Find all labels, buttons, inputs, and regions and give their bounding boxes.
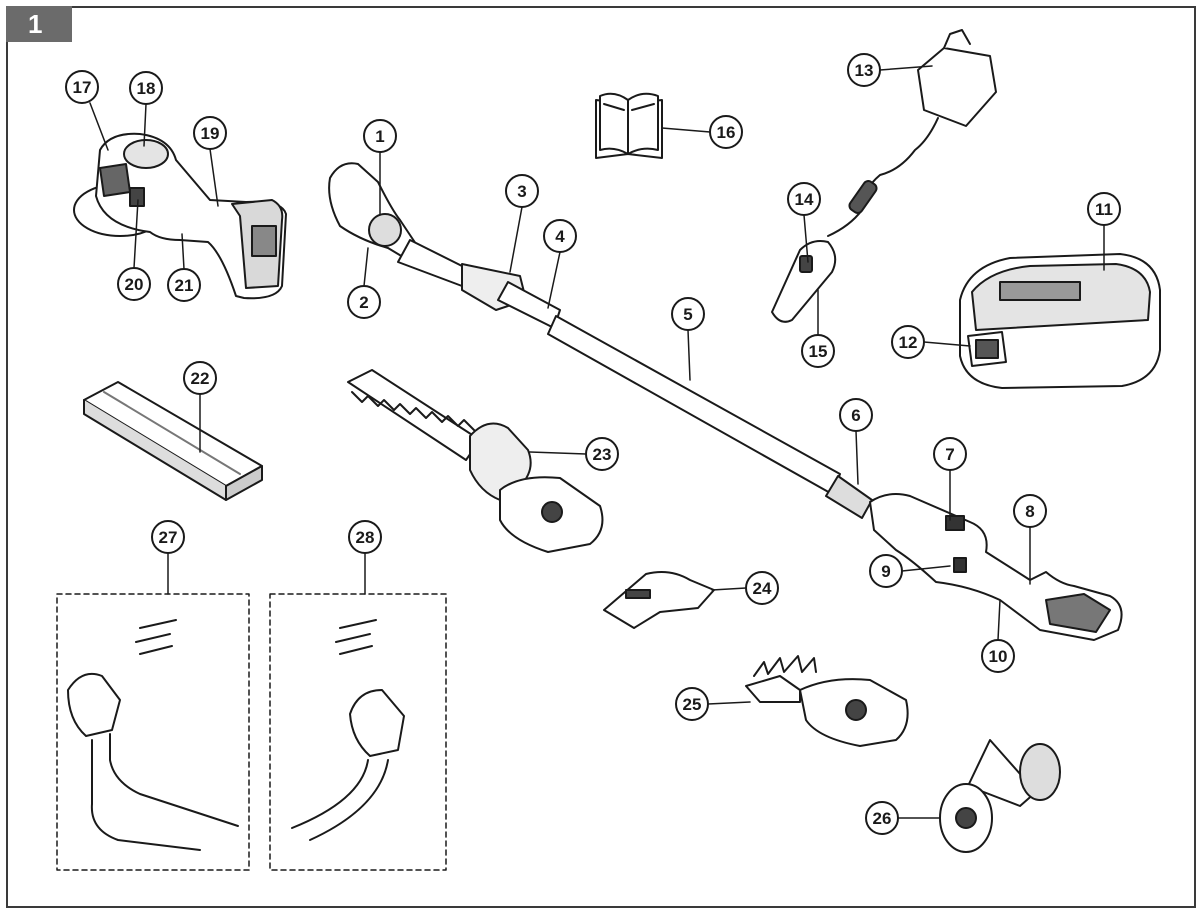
callout-22: 22: [183, 361, 217, 395]
callout-9: 9: [869, 554, 903, 588]
motor-unit-illustration: [73, 132, 287, 300]
callout-label: 22: [191, 369, 210, 388]
blade-cover-illustration: [83, 381, 263, 501]
callout-label: 4: [555, 227, 565, 246]
callout-23: 23: [585, 437, 619, 471]
callout-label: 3: [517, 182, 526, 201]
callout-label: 24: [753, 579, 772, 598]
callout-label: 6: [851, 406, 860, 425]
callout-label: 10: [989, 647, 1008, 666]
callout-label: 7: [945, 445, 954, 464]
telescopic-shaft-illustration: [328, 162, 1123, 641]
callout-label: 25: [683, 695, 702, 714]
callout-16: 16: [709, 115, 743, 149]
callout-label: 12: [899, 333, 918, 352]
callout-4: 4: [543, 219, 577, 253]
callout-label: 11: [1095, 200, 1113, 219]
callout-label: 18: [137, 79, 156, 98]
callout-label: 8: [1025, 502, 1034, 521]
callout-20: 20: [117, 267, 151, 301]
callout-17: 17: [65, 70, 99, 104]
wall-hanger-kit-27-illustration: [56, 593, 250, 871]
callout-21: 21: [167, 268, 201, 302]
callout-24: 24: [745, 571, 779, 605]
callout-7: 7: [933, 437, 967, 471]
wheel-attachment-illustration: [939, 739, 1061, 853]
callout-1: 1: [363, 119, 397, 153]
figure-number-tab: 1: [6, 6, 72, 42]
callout-label: 15: [809, 342, 828, 361]
callout-12: 12: [891, 325, 925, 359]
callout-label: 2: [359, 293, 368, 312]
callout-11: 11: [1087, 192, 1121, 226]
protective-cap-illustration: [603, 571, 715, 629]
callout-label: 26: [873, 809, 892, 828]
callout-label: 13: [855, 61, 874, 80]
hedge-trimmer-head-illustration: [347, 369, 604, 553]
callout-8: 8: [1013, 494, 1047, 528]
callout-label: 20: [125, 275, 144, 294]
callout-label: 28: [356, 528, 375, 547]
wall-hanger-kit-28-illustration: [269, 593, 447, 871]
callout-13: 13: [847, 53, 881, 87]
callout-27: 27: [151, 520, 185, 554]
callout-label: 14: [795, 190, 814, 209]
leader-lines: [89, 65, 1105, 819]
callout-26: 26: [865, 801, 899, 835]
callout-label: 9: [881, 562, 890, 581]
callout-15: 15: [801, 334, 835, 368]
callout-18: 18: [129, 71, 163, 105]
callout-14: 14: [787, 182, 821, 216]
callout-2: 2: [347, 285, 381, 319]
charger-illustration: [771, 29, 997, 323]
callout-label: 5: [683, 305, 692, 324]
callout-19: 19: [193, 116, 227, 150]
callout-label: 23: [593, 445, 612, 464]
callout-10: 10: [981, 639, 1015, 673]
callout-25: 25: [675, 687, 709, 721]
callout-label: 1: [375, 127, 384, 146]
callout-28: 28: [348, 520, 382, 554]
callout-label: 16: [717, 123, 736, 142]
callout-6: 6: [839, 398, 873, 432]
instruction-manual-illustration: [595, 92, 663, 159]
callout-5: 5: [671, 297, 705, 331]
grass-shear-head-illustration: [745, 655, 909, 747]
battery-pack-illustration: [959, 253, 1161, 389]
callout-label: 27: [159, 528, 178, 547]
callout-label: 17: [73, 78, 92, 97]
figure-frame: [6, 6, 1196, 908]
callout-label: 19: [201, 124, 220, 143]
callout-label: 21: [175, 276, 194, 295]
callout-3: 3: [505, 174, 539, 208]
